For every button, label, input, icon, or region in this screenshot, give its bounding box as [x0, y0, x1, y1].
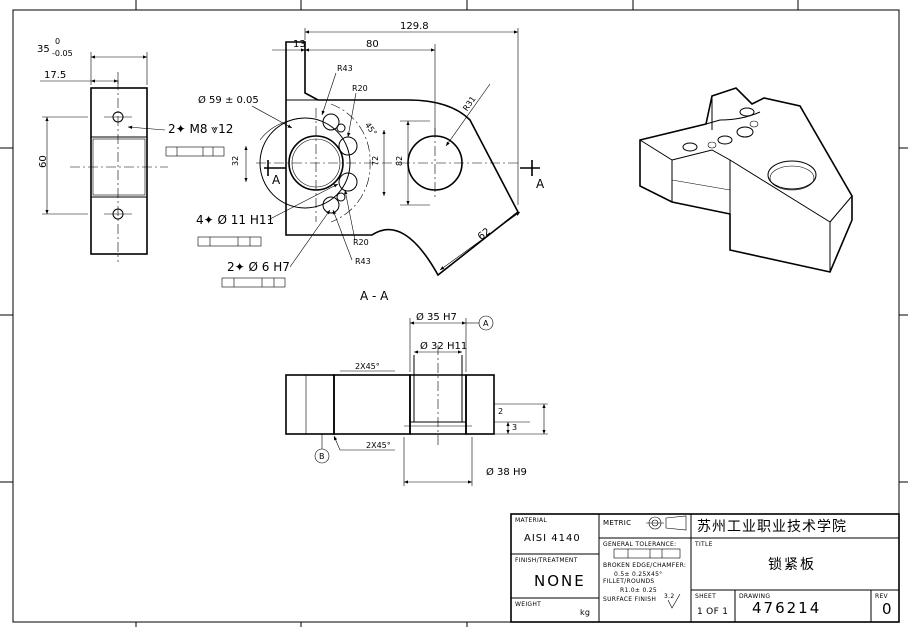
company-name: 苏州工业职业技术学院 [697, 519, 847, 535]
title-value: 锁紧板 [768, 557, 816, 573]
material-value: AISI 4140 [524, 533, 581, 544]
surface-finish-icon [667, 593, 681, 609]
dim-80: 80 [366, 39, 379, 50]
datum-b-label: B [319, 452, 325, 461]
surface-finish-value: 3.2 [664, 593, 674, 600]
finish-label: FINISH/TREATMENT [515, 557, 578, 564]
side-width-dim: 35 [37, 44, 50, 55]
dim-2-label: 2 [498, 407, 503, 416]
dia35-label: Ø 35 H7 [416, 311, 457, 323]
side-height-dim: 60 [38, 155, 49, 168]
projection-symbol-icon [646, 515, 687, 531]
dim-82-label: 82 [395, 156, 404, 166]
r31-label: R31 [461, 95, 477, 113]
weight-label: WEIGHT [515, 601, 541, 608]
angle-45-label: 45° [363, 121, 379, 138]
sheet-value: 1 OF 1 [697, 607, 728, 617]
drawing-number: 476214 [752, 599, 821, 617]
broken-edge-value: 0.5± 0.25X45° [614, 571, 662, 578]
chamfer-bottom-label: 2X45° [366, 441, 391, 450]
dim-32-label: 32 [231, 156, 240, 166]
general-profile-tolerance [613, 548, 681, 559]
side-offset-dim: 17.5 [44, 70, 66, 81]
section-letter-right: A [536, 177, 545, 191]
metric-label: METRIC [603, 519, 631, 527]
dim-3-label: 3 [512, 423, 517, 432]
sheet-label: SHEET [695, 593, 716, 600]
holes6-note: 2✦ Ø 6 H7 [227, 260, 290, 274]
chamfer-top-label: 2X45° [355, 362, 380, 371]
drawing-label: DRAWING [739, 593, 770, 600]
finish-value: NONE [534, 572, 586, 590]
dia38-label: Ø 38 H9 [486, 466, 527, 478]
fcf-holes11-position [197, 236, 262, 247]
r20-bottom-label: R20 [353, 238, 369, 247]
material-label: MATERIAL [515, 517, 547, 524]
title-label: TITLE [694, 541, 713, 548]
fcf-thread-position [165, 146, 225, 157]
r43-top-label: R43 [337, 64, 353, 73]
datum-a-label: A [483, 319, 489, 328]
surface-finish-label: SURFACE FINISH [603, 596, 656, 603]
section-view-label: A - A [360, 289, 389, 303]
section-view: Ø 35 H7 A Ø 32 H11 Ø 38 H9 2X45° 2X45° B… [285, 311, 548, 486]
fillet-value: R1.0± 0.25 [620, 587, 657, 594]
thread-note: 2✦ M8 ⩔12 [168, 122, 233, 136]
title-block: MATERIAL AISI 4140 FINISH/TREATMENT NONE… [510, 513, 900, 623]
dim-62-label: 62 [476, 226, 493, 243]
fcf-holes6-position [221, 277, 286, 288]
holes11-note: 4✦ Ø 11 H11 [196, 213, 274, 227]
dim-72-label: 72 [371, 156, 380, 166]
r43-bottom-label: R43 [355, 257, 371, 266]
broken-edge-label: BROKEN EDGE/CHAMFER: [603, 562, 686, 569]
weight-unit: kg [580, 608, 590, 617]
rev-label: REV [875, 593, 889, 600]
front-view: A A 129.8 80 13 Ø 59 ± 0.05 R43 R20 R31 … [127, 21, 545, 303]
side-width-tol-upper: 0 [55, 37, 60, 46]
section-letter-left: A [272, 173, 281, 187]
dim-13: 13 [293, 39, 306, 50]
side-width-tol-lower: -0.05 [52, 49, 73, 58]
rev-value: 0 [882, 600, 894, 618]
dia32-label: Ø 32 H11 [420, 340, 467, 352]
fillet-label: FILLET/ROUNDS [603, 578, 654, 585]
isometric-view [639, 87, 853, 273]
side-view: 35 0 -0.05 17.5 60 [37, 37, 168, 262]
dia59-label: Ø 59 ± 0.05 [198, 94, 259, 106]
r20-top-label: R20 [352, 84, 368, 93]
general-tolerance-label: GENERAL TOLERANCE: [603, 541, 676, 548]
dim-overall: 129.8 [400, 21, 429, 32]
